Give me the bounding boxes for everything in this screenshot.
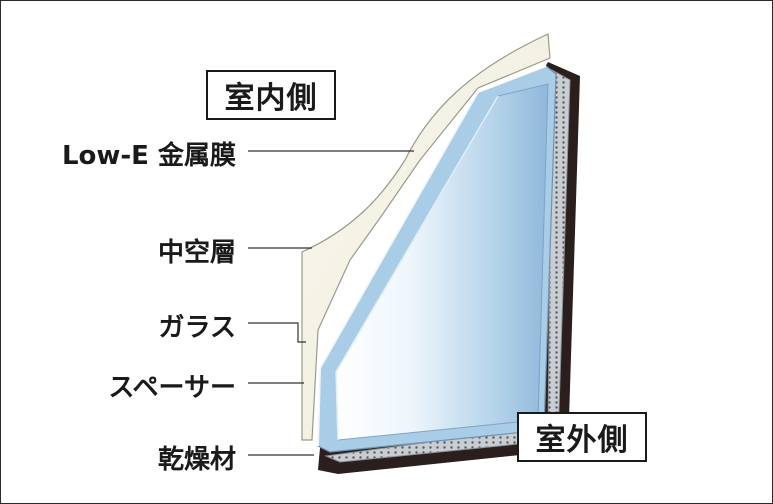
outdoor-side-label: 室外側	[517, 412, 647, 462]
pane-edge-highlight	[317, 91, 479, 447]
inner-pane-edge	[335, 95, 499, 441]
low-e-film-layer	[301, 33, 551, 441]
inner-glass-face	[335, 83, 549, 441]
indoor-side-label: 室内側	[206, 70, 336, 120]
callout-desiccant: 乾燥材	[157, 445, 236, 475]
leader-lines	[248, 150, 414, 456]
callout-spacer: スペーサー	[108, 373, 236, 403]
top-edge-highlight	[477, 65, 547, 93]
leader-glass	[248, 322, 306, 343]
callout-glass: ガラス	[158, 313, 236, 343]
callout-low-e-metal-film: Low-E 金属膜	[61, 141, 236, 171]
callout-air-gap: 中空層	[157, 238, 236, 268]
